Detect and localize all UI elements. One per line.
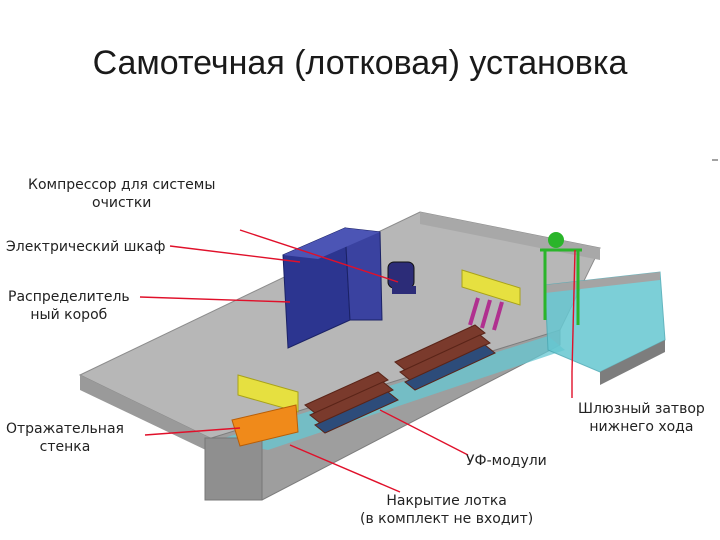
label-distributor-line1: Распределитель [8, 289, 130, 305]
cabinet-top [283, 228, 380, 259]
label-cabinet: Электрический шкаф [6, 239, 166, 255]
sluice-gate-wheel [548, 232, 564, 248]
label-distributor-line2: ный короб [30, 307, 108, 323]
label-cover-line1: Накрытие лотка [386, 493, 507, 509]
back-wall [420, 212, 600, 260]
label-sluice-gate: Шлюзный затвор нижнего хода [578, 400, 705, 436]
label-sluice-line1: Шлюзный затвор [578, 401, 705, 417]
label-cover-line2: (в комплект не входит) [360, 511, 534, 527]
channel-water [218, 336, 565, 450]
compressor-body [387, 261, 415, 289]
channel-end-block [204, 437, 263, 501]
label-compressor-line2: очистки [92, 195, 152, 211]
distributor-yellow-right [461, 269, 521, 306]
label-sluice-line2: нижнего хода [589, 419, 694, 435]
label-reflective-line1: Отражательная [6, 421, 124, 437]
label-reflective-line2: стенка [39, 439, 91, 455]
label-compressor-line1: Компрессор для системы [28, 177, 216, 193]
callout-lines [139, 229, 576, 493]
label-uv-modules: УФ-модули [466, 453, 547, 469]
uv-module-left [304, 371, 399, 434]
compressor-base [392, 286, 416, 294]
distributor-yellow-left [237, 374, 299, 413]
slide-title: Самотечная (лотковая) установка [92, 44, 628, 82]
label-distributor: Распределитель ный короб [8, 288, 130, 324]
label-compressor: Компрессор для системы очистки [28, 176, 215, 212]
label-cover: Накрытие лотка (в комплект не входит) [360, 492, 533, 528]
label-reflective-wall: Отражательная стенка [6, 420, 124, 456]
outlet-tank-wall [600, 340, 665, 385]
cleaning-arms [468, 297, 504, 331]
reflective-plate [231, 404, 299, 447]
uv-module-right [394, 324, 496, 391]
